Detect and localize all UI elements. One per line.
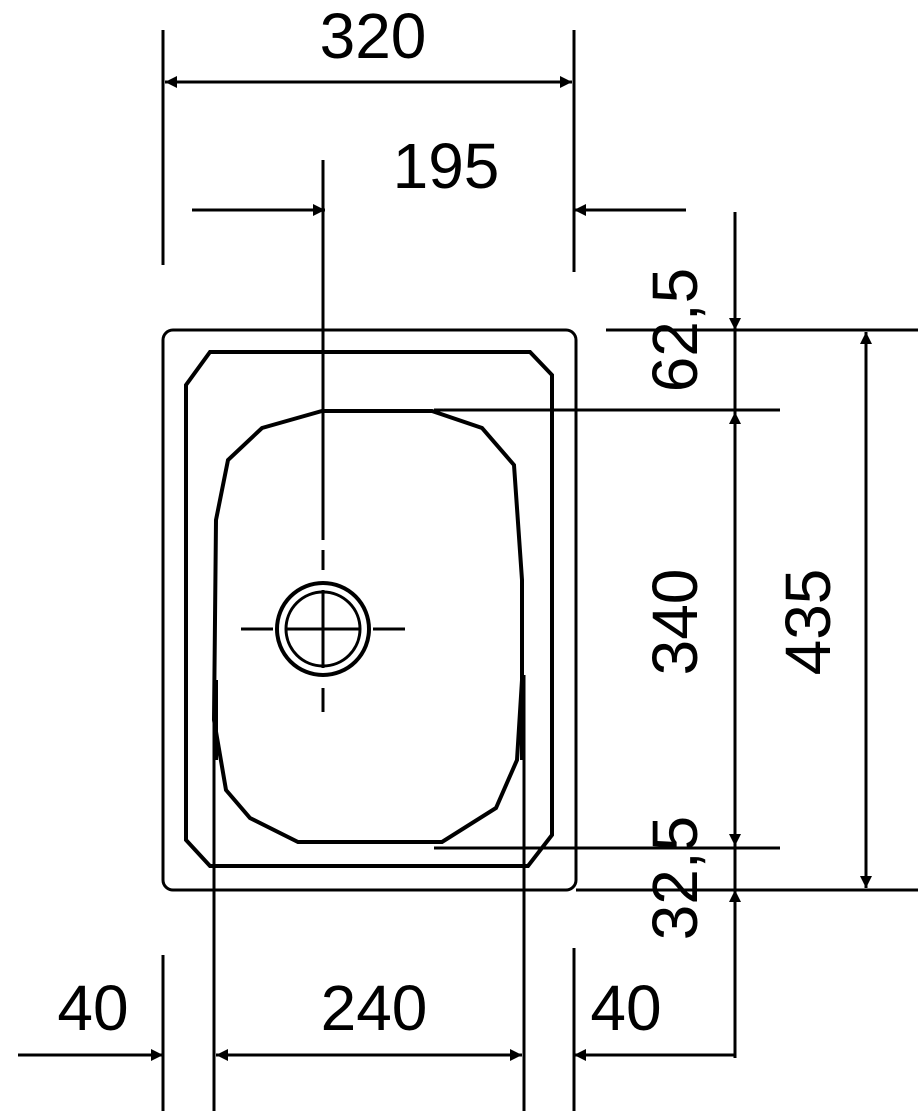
- dim-label-left-margin: 40: [57, 972, 128, 1044]
- dim-label-bowl-height: 340: [639, 569, 711, 676]
- dim-label-top-margin: 62,5: [639, 268, 711, 393]
- dim-label-bottom-margin: 32,5: [639, 816, 711, 941]
- extension-lines: [161, 30, 918, 1111]
- dimension-lines: [18, 76, 872, 1061]
- dim-label-bowl-width: 240: [321, 972, 428, 1044]
- drain-center-mark: [241, 160, 405, 712]
- drain-outer-ring: [275, 581, 371, 677]
- dim-label-right-margin: 40: [590, 972, 661, 1044]
- sink-outer-frame: [161, 328, 578, 892]
- dim-label-overall-height: 435: [772, 569, 844, 676]
- sink-outline: [161, 328, 578, 892]
- sink-inner-rim: [184, 350, 554, 868]
- dimension-labels: 320 195 62,5 340 435 32,5 40 240 40: [57, 0, 844, 1044]
- bowl-outline: [211, 409, 524, 844]
- dim-label-top-width: 320: [320, 0, 427, 72]
- dim-label-drain-offset: 195: [393, 130, 500, 202]
- drain: [241, 160, 405, 712]
